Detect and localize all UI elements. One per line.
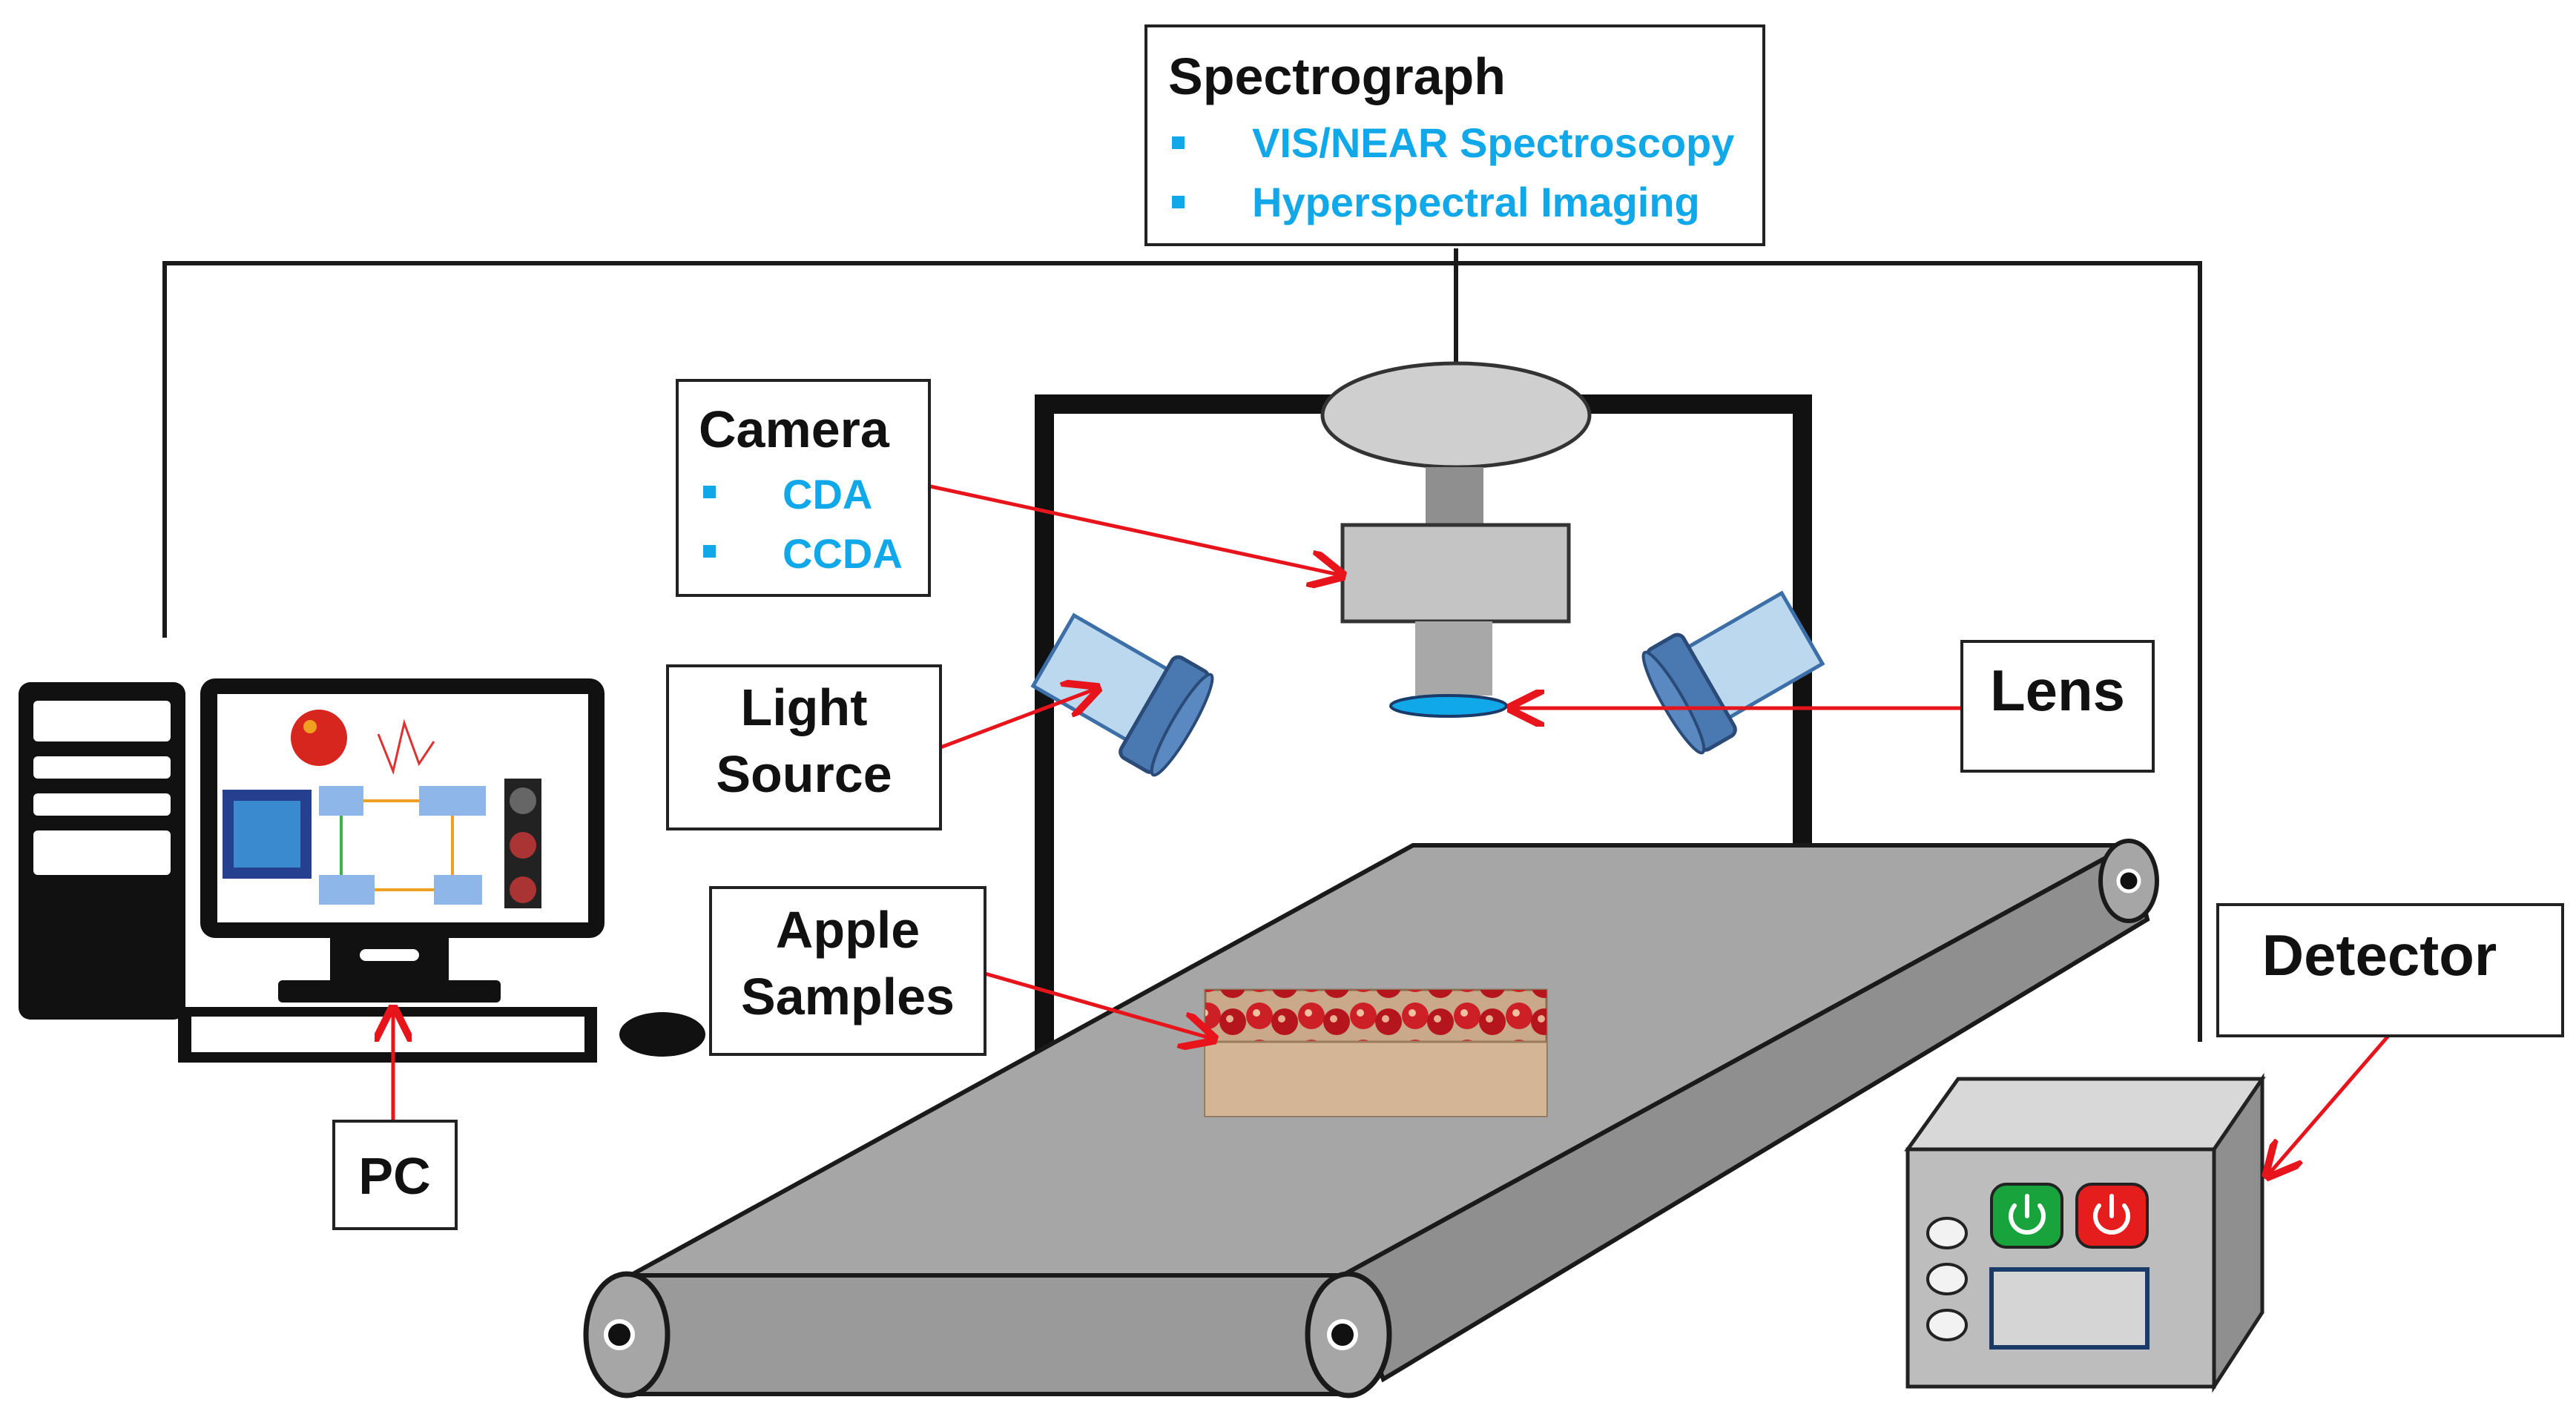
apple-samples-label-line2: Samples (741, 968, 955, 1025)
pc-monitor (200, 678, 605, 1003)
light-source-right (1641, 590, 1825, 755)
light-source-label-box: Light Source (666, 664, 942, 830)
arrow-detector (2270, 1034, 2390, 1173)
spectrograph-title: Spectrograph (1168, 47, 1506, 105)
camera-item-1: CDA (783, 471, 872, 518)
detector-button-1[interactable] (1926, 1217, 1968, 1249)
camera-title: Camera (699, 400, 890, 458)
camera-item-2: CCDA (783, 530, 903, 577)
pc-mouse (619, 1012, 705, 1057)
power-on-button[interactable] (1990, 1183, 2063, 1249)
lens (1389, 694, 1508, 718)
square-bullet-icon (703, 545, 716, 558)
camera-label-box: Camera CDA CCDA (676, 379, 931, 597)
detector-button-3[interactable] (1926, 1309, 1968, 1341)
pc-label-box: PC (332, 1120, 458, 1230)
apple-samples-label-box: Apple Samples (709, 886, 986, 1056)
power-icon (2093, 1194, 2130, 1235)
camera-assembly (1320, 361, 1592, 718)
lens-label-box: Lens (1960, 640, 2155, 773)
apple-samples-label-line1: Apple (776, 901, 920, 959)
pc-label: PC (358, 1147, 430, 1205)
detector-display (1989, 1267, 2150, 1350)
spectrograph-item-2: Hyperspectral Imaging (1252, 179, 1700, 225)
camera-mount (1426, 467, 1483, 526)
detector-label: Detector (2262, 922, 2497, 988)
arrow-apple (984, 971, 1210, 1038)
square-bullet-icon (1172, 136, 1185, 149)
lens-label: Lens (1990, 658, 2125, 723)
square-bullet-icon (703, 486, 716, 498)
lens-barrel (1415, 621, 1492, 696)
spectrograph-head (1320, 361, 1592, 469)
camera-body (1340, 523, 1571, 624)
detector-label-box: Detector (2216, 903, 2564, 1037)
detector-box (1904, 1072, 2266, 1393)
light-source-label-line2: Source (716, 745, 892, 803)
power-off-button[interactable] (2075, 1183, 2149, 1249)
square-bullet-icon (1172, 196, 1185, 208)
apple-crate (1204, 988, 1548, 1117)
arrow-light-source (940, 690, 1094, 750)
belt-front-face (628, 1273, 1345, 1396)
connection-frame (162, 248, 2202, 1042)
detector-button-2[interactable] (1926, 1263, 1968, 1295)
spectrograph-item-1: VIS/NEAR Spectroscopy (1252, 119, 1734, 166)
light-source-label-line1: Light (740, 678, 867, 736)
annotation-arrows (393, 483, 2390, 1173)
arrow-camera (926, 483, 1339, 575)
power-icon (2009, 1194, 2046, 1235)
pc-tower (19, 682, 185, 1020)
pc-keyboard (178, 1007, 597, 1063)
spectrograph-label-box: Spectrograph VIS/NEAR Spectroscopy Hyper… (1144, 24, 1765, 246)
